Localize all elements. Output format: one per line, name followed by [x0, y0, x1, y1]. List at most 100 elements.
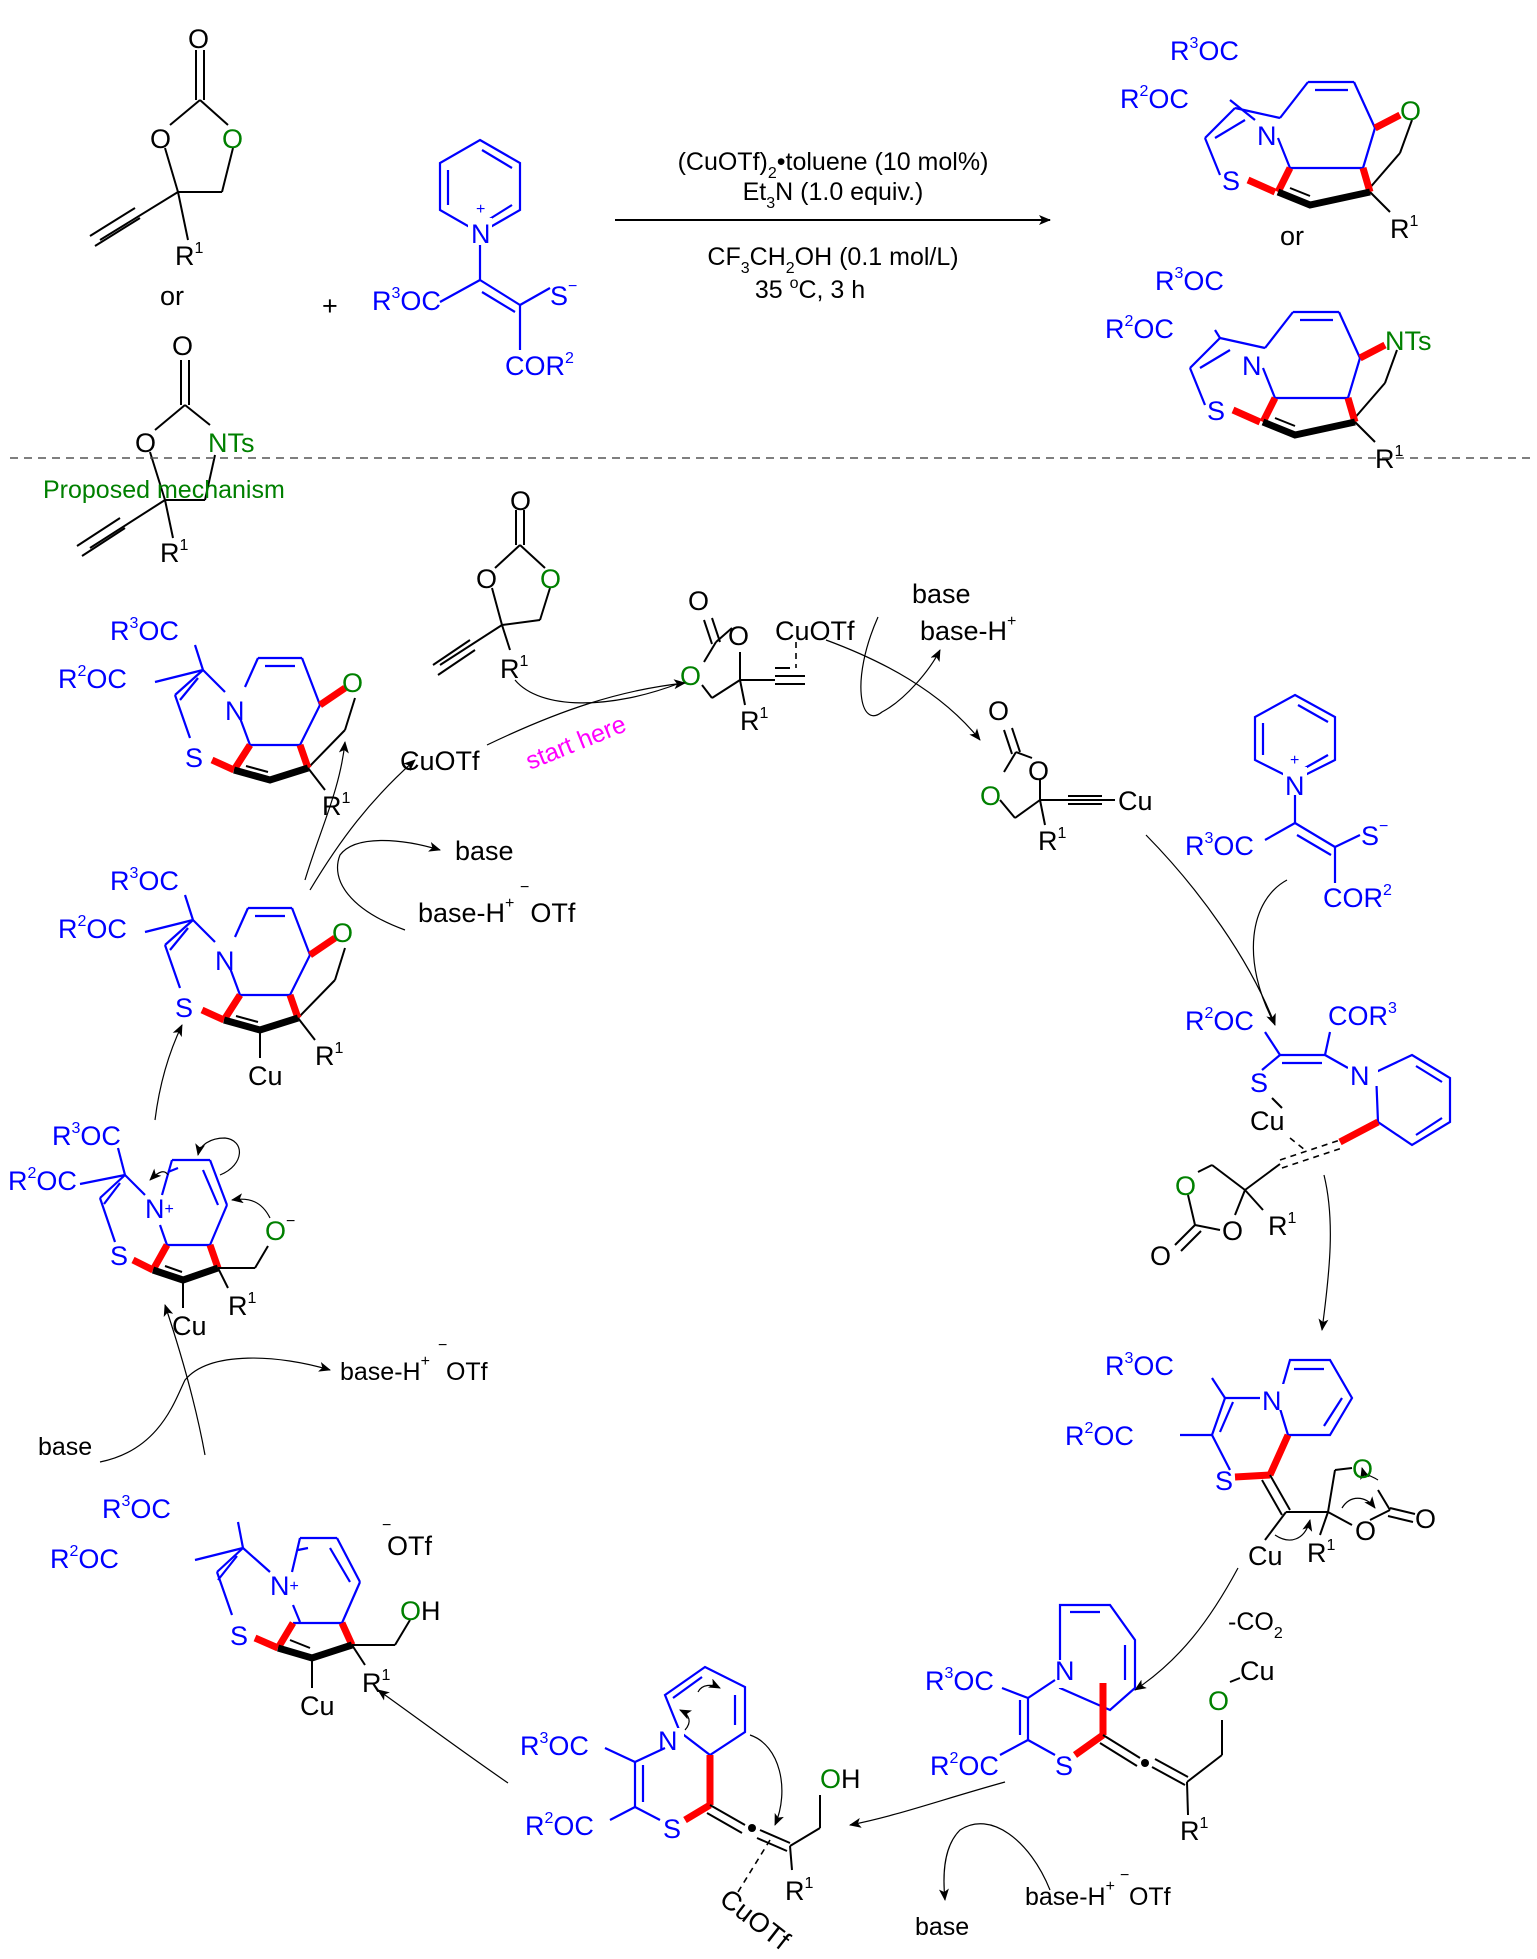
base-label: base [455, 836, 514, 866]
o-label: O [688, 586, 709, 616]
n-label: N [1350, 1061, 1370, 1091]
step-arrow [849, 1781, 1006, 1828]
oh-label: OH [400, 1596, 441, 1626]
r2oc-label: R2OC [50, 1543, 119, 1574]
n-label: N [1242, 351, 1262, 381]
r3oc-label: R3OC [520, 1730, 589, 1761]
n-label: N [1055, 1656, 1075, 1686]
s-label: S [110, 1241, 128, 1271]
base-h-label: base-H+ [920, 613, 1016, 646]
base-label: base [915, 1913, 969, 1941]
r3oc-label: R3OC [1170, 35, 1239, 66]
r1-label: R1 [1307, 1537, 1336, 1568]
mech-cu-complex: R2OC COR3 S N Cu O O O R1 [1150, 1000, 1452, 1271]
nts-label: NTs [1385, 326, 1432, 356]
mech-alkoxide-pyridinium: R3OC R2OC N+ S O− Cu R1 [8, 1120, 295, 1341]
s-label: S [230, 1621, 248, 1651]
step-arrow [304, 741, 349, 881]
otf-label: OTf [387, 1531, 432, 1561]
s-label: S [663, 1814, 681, 1844]
o-label: O [988, 696, 1009, 726]
r1-label: R1 [160, 537, 189, 568]
r2oc-label: R2OC [8, 1165, 77, 1196]
charge-plus: + [476, 201, 485, 218]
mech-final-product: R3OC R2OC N S O R1 [58, 615, 363, 821]
n-plus-label: N+ [145, 1194, 174, 1224]
s-label: S [1215, 1466, 1233, 1496]
o-label: O [476, 564, 497, 594]
catalyst-text: (CuOTf)2•toluene (10 mol%) [678, 148, 989, 182]
r2oc-label: R2OC [58, 663, 127, 694]
r1-label: R1 [175, 240, 204, 271]
r2oc-label: R2OC [930, 1750, 999, 1781]
s-label: S [185, 743, 203, 773]
r2oc-label: R2OC [58, 913, 127, 944]
nts-label: NTs [208, 428, 255, 458]
step-arrow [154, 1024, 183, 1121]
cor2-label: COR2 [505, 350, 574, 381]
cu-label: Cu [172, 1311, 207, 1341]
step-arrow [163, 1304, 206, 1456]
n-label: N [658, 1726, 678, 1756]
r2oc-label: R2OC [1185, 1005, 1254, 1036]
n-label: N [215, 946, 235, 976]
temperature-text: 35 oC, 3 h [755, 275, 865, 304]
reagent-arrow [1252, 879, 1288, 1026]
r2oc-label: R2OC [525, 1810, 594, 1841]
r1-label: R1 [228, 1290, 257, 1321]
mech-pyridinium-cu: R3OC R2OC N+ S OTf − OH Cu R1 [50, 1493, 441, 1721]
start-arrow [486, 679, 686, 746]
r1-label: R1 [1180, 1815, 1209, 1846]
s-label: S [1055, 1751, 1073, 1781]
cu-label: Cu [1118, 786, 1153, 816]
o-label: O [1150, 1241, 1171, 1271]
cu-label: Cu [248, 1061, 283, 1091]
mech-cu-acetylide: O O O Cu R1 [980, 696, 1153, 856]
base-h-otf-label: base-H+OTf [1025, 1878, 1171, 1911]
step-arrow [825, 639, 981, 741]
mech-carbonate-reagent: O O O R1 [432, 486, 561, 684]
mech-ylide-reagent: N + S− R3OC COR2 [1185, 693, 1392, 913]
catalyst-regeneration-arrow [309, 759, 416, 891]
base-text: Et3N (1.0 equiv.) [743, 178, 924, 212]
start-here-label: start here [522, 710, 630, 776]
r3oc-label: R3OC [1185, 830, 1254, 861]
r1-label: R1 [500, 653, 529, 684]
cuotf-label: CuOTf [714, 1883, 796, 1956]
mechanism-title: Proposed mechanism [43, 476, 285, 504]
protonation-arrow [938, 1823, 1051, 1901]
r1-label: R1 [1375, 443, 1404, 474]
n-label: N [225, 696, 245, 726]
n-label: N [1285, 771, 1305, 801]
n-label: N [1257, 121, 1277, 151]
r1-label: R1 [362, 1667, 391, 1698]
cuotf-catalyst-label: CuOTf [400, 746, 480, 776]
solvent-text: CF3CH2OH (0.1 mol/L) [707, 243, 958, 277]
cor2-label: COR2 [1323, 882, 1392, 913]
plus-sign: + [322, 291, 338, 321]
carbonyl-o: O [172, 331, 193, 361]
protonation-arrow [336, 839, 441, 931]
n-plus-label: N+ [270, 1571, 299, 1601]
o-label-green: O [1208, 1686, 1229, 1716]
oh-label: OH [820, 1764, 861, 1794]
product-aza: R3OC R2OC N S NTs R1 [1105, 265, 1432, 474]
co2-label: -CO2 [1228, 1608, 1283, 1642]
r3oc-label: R3OC [52, 1120, 121, 1151]
r2oc-label: R2OC [1065, 1420, 1134, 1451]
mech-vinyl-copper: R3OC R2OC N S O O O Cu R1 [1065, 1350, 1436, 1571]
reactant-pyridinium-ylide: N + S− R3OC COR2 [372, 138, 577, 381]
o-label: O [1028, 756, 1049, 786]
s-label: S [175, 993, 193, 1023]
cu-label: Cu [1248, 1541, 1283, 1571]
s-label: S− [550, 278, 577, 311]
n-label: N [1262, 1386, 1282, 1416]
o-label-green: O [1175, 1171, 1196, 1201]
charge-minus: − [382, 1517, 391, 1534]
base-h-otf-label: base-H+OTf [418, 895, 576, 928]
r1-label: R1 [315, 1040, 344, 1071]
base-h-otf-label: base-H+OTf [340, 1353, 488, 1386]
ring-o: O [150, 124, 171, 154]
product-oxa: R3OC R2OC N S O R1 [1120, 35, 1421, 244]
